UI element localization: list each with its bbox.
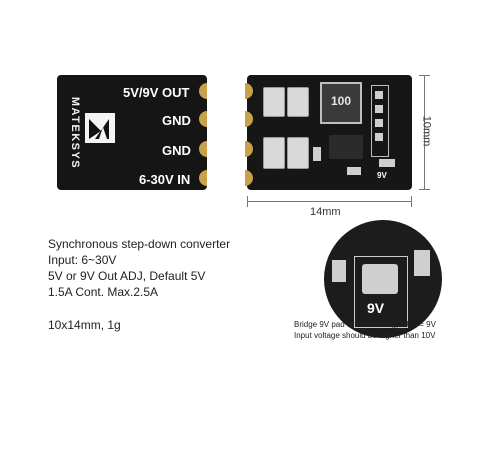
castellated-pad	[199, 83, 207, 99]
castellated-pad	[199, 141, 207, 157]
pin-label-out: 5V/9V OUT	[123, 85, 190, 100]
note-line: Input voltage should be higher than 10V	[294, 331, 436, 340]
mateksys-logo-icon	[85, 113, 115, 143]
castellated-pad	[199, 111, 207, 127]
capacitor	[263, 137, 285, 169]
pad-outline	[354, 256, 408, 328]
castellated-pad	[245, 111, 253, 127]
pin-label-gnd-2: GND	[162, 143, 191, 158]
zoom-detail-circle: 9V	[324, 220, 442, 338]
smd-resistor	[347, 167, 361, 175]
solder-bridge-pad-9v	[379, 159, 395, 167]
note-line: Bridge 9V pad with soldering, OUT = 9V	[294, 320, 436, 329]
zoom-pad-label: 9V	[367, 300, 385, 316]
dimension-tick	[247, 196, 248, 207]
pcb-component-side: 100 9V	[245, 75, 412, 190]
capacitor	[287, 137, 309, 169]
spec-line: 5V or 9V Out ADJ, Default 5V	[48, 269, 206, 283]
pad-label-9v: 9V	[377, 171, 387, 180]
spec-line: 1.5A Cont. Max.2.5A	[48, 285, 159, 299]
brand-text: MATEKSYS	[69, 96, 81, 170]
pad	[414, 250, 430, 276]
inductor-label: 100	[330, 94, 352, 108]
regulator-chip	[329, 135, 363, 159]
solder-bridge-pad-9v	[362, 264, 398, 294]
inductor: 100	[320, 82, 362, 124]
castellated-pad	[245, 141, 253, 157]
dimension-tick	[411, 196, 412, 207]
pad	[375, 119, 383, 127]
castellated-pad	[199, 170, 207, 186]
smd-resistor	[313, 147, 321, 161]
width-dimension-label: 14mm	[310, 206, 341, 218]
pin-label-in: 6-30V IN	[139, 172, 191, 187]
width-dimension-line	[247, 201, 412, 202]
pad	[332, 260, 346, 282]
pad	[375, 133, 383, 141]
capacitor	[287, 87, 309, 117]
spec-line: Synchronous step-down converter	[48, 237, 231, 251]
capacitor	[263, 87, 285, 117]
pcb-label-side: MATEKSYS 5V/9V OUT GND GND 6-30V IN	[57, 75, 207, 190]
pin-label-gnd-1: GND	[162, 113, 191, 128]
height-dimension-label: 10mm	[420, 115, 433, 147]
via-column	[371, 85, 389, 157]
spec-line: Input: 6~30V	[48, 253, 117, 267]
height-dimension-line	[424, 75, 425, 190]
pad	[375, 91, 383, 99]
castellated-pad	[245, 170, 253, 186]
castellated-pad	[245, 83, 253, 99]
dimension-tick	[419, 189, 430, 190]
dimension-tick	[419, 75, 430, 76]
pad	[375, 105, 383, 113]
spec-line: 10x14mm, 1g	[48, 318, 121, 332]
